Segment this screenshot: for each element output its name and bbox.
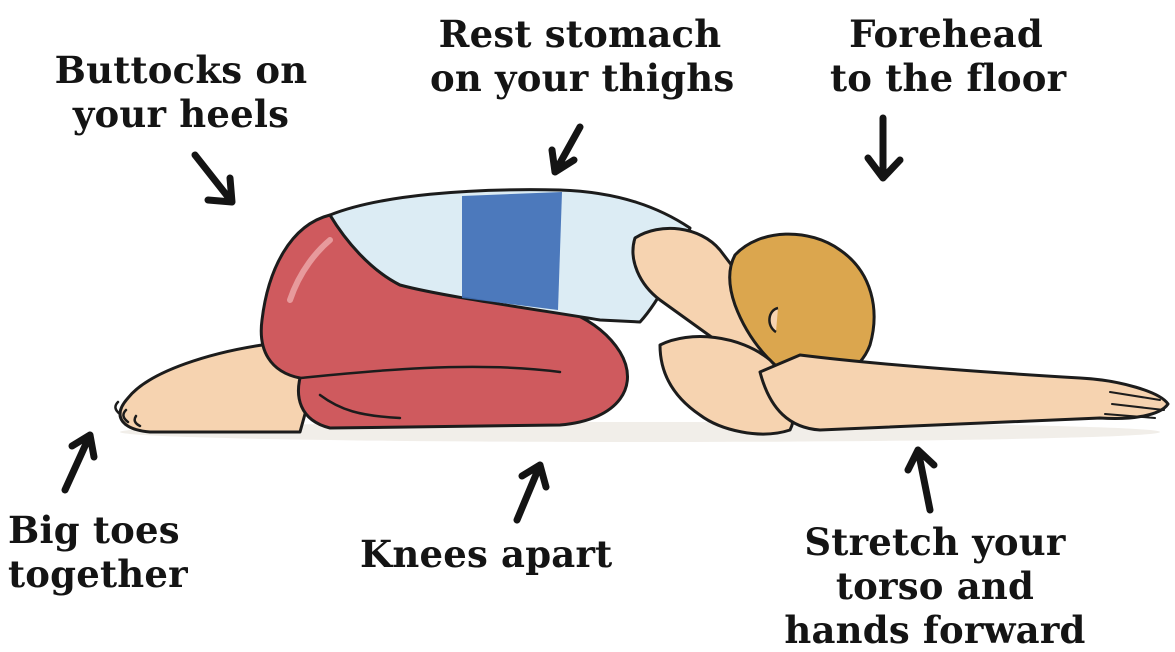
label-forehead: Forehead to the floor [830,12,1062,100]
label-stomach: Rest stomach on your thighs [430,12,730,100]
label-toes: Big toes together [8,508,176,596]
label-stretch: Stretch your torso and hands forward [780,520,1090,652]
label-knees: Knees apart [360,532,610,576]
label-buttocks: Buttocks on your heels [50,48,312,136]
